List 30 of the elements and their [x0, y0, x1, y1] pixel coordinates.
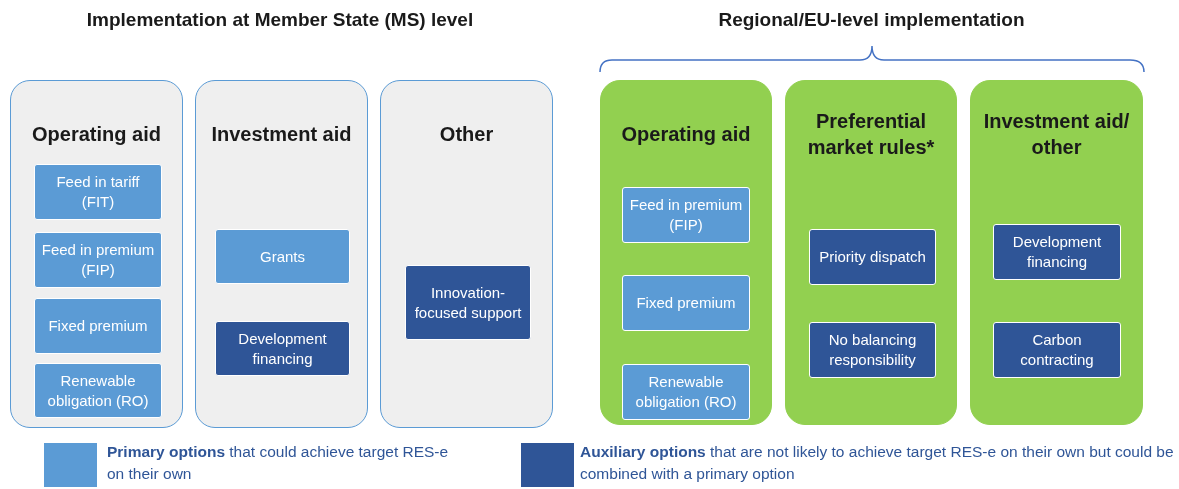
option-box: Renewable obligation (RO)	[34, 363, 162, 418]
option-box: Renewable obligation (RO)	[622, 364, 750, 420]
legend-text: Auxiliary options that are not likely to achieve target RES-e on their own but could be combined with a primary option	[580, 442, 1175, 484]
option-box: Feed in premium (FIP)	[34, 232, 162, 288]
panel-heading: Operating aid	[32, 122, 161, 147]
option-box: No balancing responsibility	[809, 322, 936, 378]
panel-heading: Other	[439, 122, 494, 147]
option-box: Feed in tariff (FIT)	[34, 164, 162, 220]
category-panel	[195, 80, 368, 428]
legend-text: Primary options that could achieve target RES-e on their own	[107, 442, 450, 484]
panel-heading: Preferential market rules*	[806, 109, 936, 160]
panel-heading: Investment aid/ other	[982, 109, 1131, 160]
category-panel	[785, 80, 957, 425]
section-heading: Implementation at Member State (MS) level	[85, 8, 475, 32]
option-box: Innovation-focused support	[405, 265, 531, 340]
section-heading: Regional/EU-level implementation	[717, 8, 1026, 32]
option-box: Fixed premium	[622, 275, 750, 331]
option-box: Development financing	[993, 224, 1121, 280]
category-panel	[600, 80, 772, 425]
panel-heading: Operating aid	[621, 122, 751, 147]
option-box: Development financing	[215, 321, 350, 376]
option-box: Feed in premium (FIP)	[622, 187, 750, 243]
option-box: Priority dispatch	[809, 229, 936, 285]
category-panel	[380, 80, 553, 428]
option-box: Grants	[215, 229, 350, 284]
panel-heading: Investment aid	[211, 122, 352, 147]
category-panel	[10, 80, 183, 428]
option-box: Carbon contracting	[993, 322, 1121, 378]
option-box: Fixed premium	[34, 298, 162, 354]
category-panel	[970, 80, 1143, 425]
